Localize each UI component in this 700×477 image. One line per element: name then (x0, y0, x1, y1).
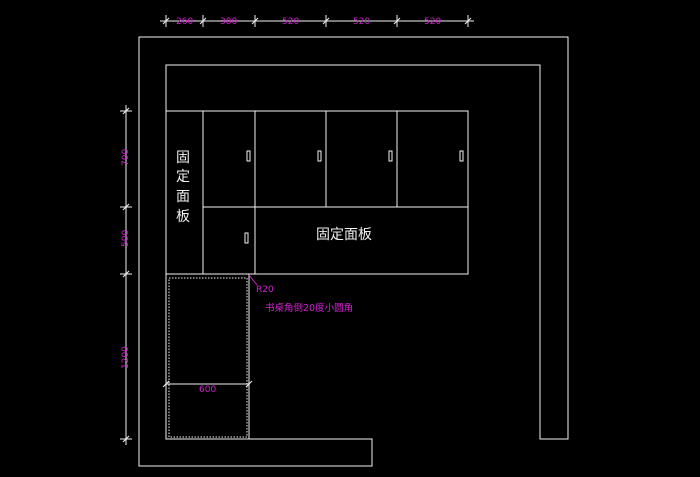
top-dim-5: 520 (424, 17, 441, 27)
fixed-panel-char-2: 定 (176, 169, 190, 185)
corner-radius-leader (248, 274, 258, 286)
top-dim-3: 520 (282, 17, 299, 27)
fixed-panel-char-1: 固 (176, 150, 190, 166)
top-dim-2: 380 (220, 17, 237, 27)
top-dim-1: 260 (176, 17, 193, 27)
left-dim-3: 1200 (121, 346, 131, 369)
top-dim-4: 520 (353, 17, 370, 27)
fixed-panel-char-3: 面 (176, 189, 190, 205)
door-handle-3 (388, 150, 393, 162)
upper-cabinet-frame (165, 110, 469, 275)
left-dim-1: 700 (121, 149, 131, 166)
door-handle-2 (317, 150, 322, 162)
corner-radius-label: R20 (256, 285, 274, 295)
desk-outline-inner (168, 277, 248, 438)
door-handle-4 (459, 150, 464, 162)
top-dimension-chain (160, 15, 474, 27)
door-handle-5 (244, 232, 249, 244)
left-dim-2: 500 (121, 230, 131, 247)
desk-corner-note: 书桌角倒20度小圆角 (265, 302, 353, 314)
door-handle-1 (246, 150, 251, 162)
fixed-panel-char-4: 板 (176, 209, 190, 225)
outer-wall-outline (138, 36, 569, 467)
left-dimension-chain (120, 105, 132, 445)
fixed-panel-horizontal-label: 固定面板 (316, 227, 372, 243)
desk-width-label: 600 (199, 385, 216, 395)
desk-width-dimension (162, 380, 253, 388)
